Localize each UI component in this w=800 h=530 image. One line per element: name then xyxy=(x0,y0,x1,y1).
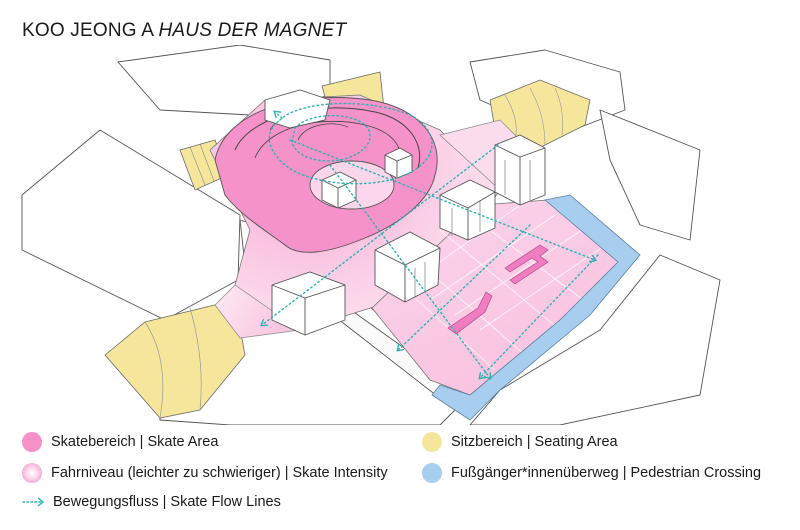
page-title: KOO JEONG A HAUS DER MAGNET xyxy=(22,20,346,42)
flow-line-diagonal-1 xyxy=(289,139,595,260)
block-center xyxy=(374,231,441,303)
flow-loop-inner xyxy=(291,114,371,162)
seating-area-swatch xyxy=(422,432,442,452)
building-bottom-right xyxy=(469,254,721,425)
artist-name: KOO JEONG A xyxy=(22,20,154,41)
flow-line-east xyxy=(480,254,599,378)
legend-seating-area-label: Sitzbereich | Seating Area xyxy=(451,434,618,450)
block-lower-left xyxy=(271,271,346,336)
pedestrian-crossing-swatch xyxy=(422,463,442,483)
legend-skate-area-label: Skatebereich | Skate Area xyxy=(51,434,219,450)
legend-flow-lines-label: Bewegungsfluss | Skate Flow Lines xyxy=(53,494,281,510)
legend-pedestrian-crossing-label: Fußgänger*innenüberweg | Pedestrian Cros… xyxy=(451,465,762,481)
legend-flow-lines: Bewegungsfluss | Skate Flow Lines xyxy=(22,494,281,510)
building-right xyxy=(599,109,701,241)
skate-intensity-swatch xyxy=(22,463,42,483)
flow-line-mid xyxy=(398,224,531,350)
skate-area-swatch xyxy=(22,432,42,452)
legend-skate-intensity-label: Fahrniveau (leichter zu schwieriger) | S… xyxy=(51,465,388,481)
pedestrian-crossing xyxy=(431,194,641,421)
legend: Skatebereich | Skate Area Fahrniveau (le… xyxy=(0,426,800,530)
skate-rail-south xyxy=(447,291,493,335)
legend-seating-area: Sitzbereich | Seating Area xyxy=(422,432,618,452)
axonometric-site-diagram xyxy=(21,45,721,425)
cube-island xyxy=(321,171,357,209)
flow-line-start xyxy=(275,112,283,119)
legend-skate-area: Skatebereich | Skate Area xyxy=(22,432,218,452)
flow-line-icon xyxy=(22,497,45,507)
legend-skate-intensity: Fahrniveau (leichter zu schwieriger) | S… xyxy=(22,463,388,483)
legend-pedestrian-crossing: Fußgänger*innenüberweg | Pedestrian Cros… xyxy=(422,463,761,483)
skate-rail-north xyxy=(504,244,549,285)
flow-line-west xyxy=(262,144,499,325)
flow-loop-outer xyxy=(268,102,433,185)
flow-line-diagonal-2 xyxy=(329,164,490,378)
work-title: HAUS DER MAGNET xyxy=(158,20,347,41)
skate-flow-lines xyxy=(262,102,599,378)
